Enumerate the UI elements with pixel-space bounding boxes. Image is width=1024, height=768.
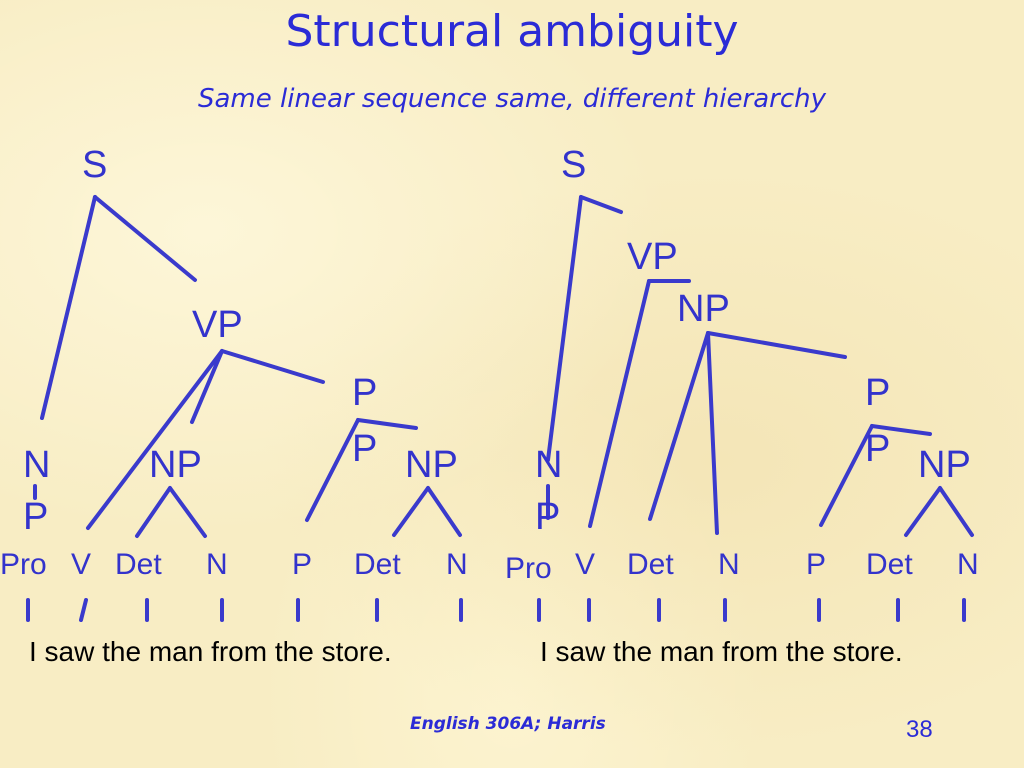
tree1-leaf-n2: N [446, 548, 468, 581]
branch2-np2-n [938, 486, 974, 537]
tree2-pp-label-top: P [865, 372, 891, 414]
tree2-leaf-n: N [718, 548, 740, 581]
tree1-leaf-det: Det [115, 548, 162, 581]
branch2-pp-p [819, 424, 874, 527]
branch2-vp-v [588, 279, 651, 528]
tree2-pp-label-bottom: P [865, 428, 891, 470]
tree2-leaf-det: Det [627, 548, 674, 581]
branch2-np-n [706, 331, 719, 535]
tree1-leaf-n: N [206, 548, 228, 581]
branch-np-det [135, 486, 172, 538]
tree1-sentence: I saw the man from the store. [29, 636, 392, 667]
tree2-leaf-n2: N [957, 548, 979, 581]
branch-s-vp [93, 195, 197, 282]
branch-np2-n [426, 486, 462, 537]
tree1-pp-label-bottom: P [352, 428, 378, 470]
tree1-np-object-label: NP [149, 444, 202, 486]
branch-np2-det [392, 486, 430, 537]
branch2-np2-det [904, 486, 942, 537]
tree2-leaf-v: V [575, 548, 596, 581]
tree2-leaf-det2: Det [866, 548, 913, 581]
branch-vp-pp [220, 349, 325, 384]
slide-subtitle: Same linear sequence same, different hie… [198, 84, 826, 114]
slide-title: Structural ambiguity [285, 6, 739, 57]
branch2-s-vp [579, 195, 623, 214]
tree2-np-object-label: NP [677, 288, 730, 330]
tree2-vp-label: VP [627, 236, 678, 278]
tree1-leaf-p: P [292, 548, 313, 581]
tree1-np-subject-top: N [23, 444, 51, 486]
branch2-np-det [648, 331, 710, 521]
branch-pp-p [305, 418, 360, 522]
branch-vp-np [190, 349, 224, 424]
tree1-pp-label-top: P [352, 372, 378, 414]
tree1-s-label: S [82, 144, 108, 186]
tree2-leaf-pro: Pro [505, 552, 552, 585]
branch-s-np [40, 195, 97, 420]
slide-footer: English 306A; Harris [410, 714, 606, 734]
branch-pp-np [356, 418, 418, 430]
tree2-np-subject-bottom: P [535, 496, 561, 538]
tree2-leaf-p: P [806, 548, 827, 581]
branch2-pp-np [870, 424, 932, 436]
tree1-leaf-v: V [71, 548, 92, 581]
tree1-leaf-pro: Pro [0, 548, 47, 581]
tree1-np-pp-label: NP [405, 444, 458, 486]
tree2-sentence: I saw the man from the store. [540, 636, 903, 667]
branch2-s-np [546, 195, 583, 462]
tree2-np-subject-top: N [535, 444, 563, 486]
tree1-np-subject-bottom: P [23, 496, 49, 538]
branch-vp-v [86, 349, 224, 530]
tree2-s-label: S [561, 144, 587, 186]
tree2-np-pp-label: NP [918, 444, 971, 486]
branch-np-n [168, 486, 207, 538]
tree1-vp-label: VP [192, 304, 243, 346]
tree1-leaf-det2: Det [354, 548, 401, 581]
branch2-np-pp [706, 331, 847, 359]
tick-v [79, 598, 88, 622]
slide-page-number: 38 [906, 716, 933, 743]
